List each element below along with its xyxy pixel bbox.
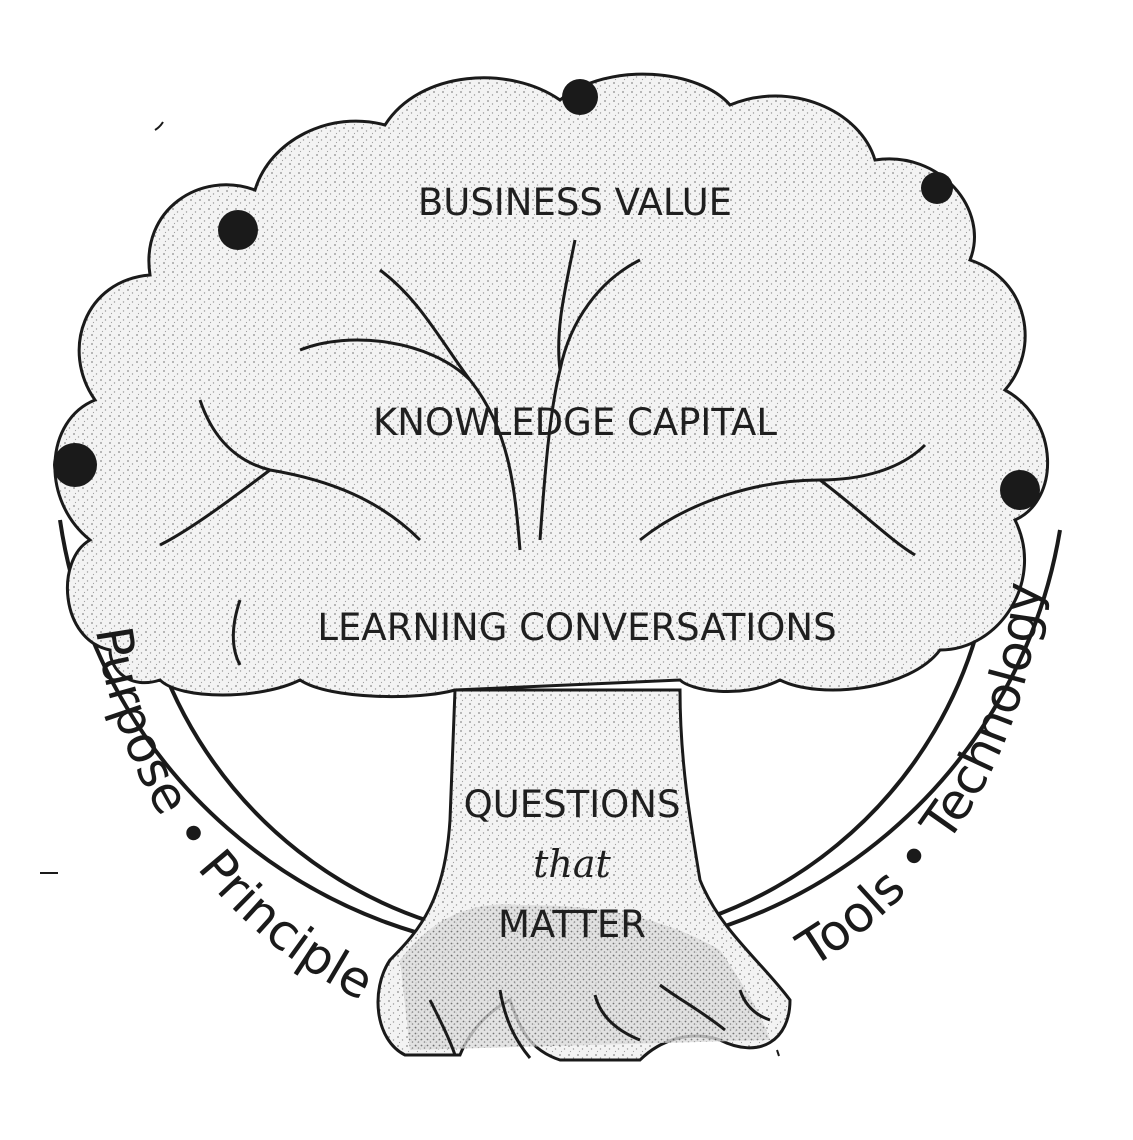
tree-roots [428,983,771,1059]
stray-marks [40,121,780,1057]
label-matter: MATTER [498,903,646,946]
tree-trunk [376,688,792,1062]
fruit-left [53,443,97,487]
label-that: that [533,842,611,886]
tree-canopy [53,72,1049,699]
fruit-left-upper [218,210,258,250]
label-questions: QUESTIONS [464,783,681,826]
label-knowledge-capital: KNOWLEDGE CAPITAL [373,401,777,444]
tree-branches [159,239,927,666]
tree-fruits [53,79,1040,510]
label-learning-conversations: LEARNING CONVERSATIONS [317,606,836,649]
fruit-top [562,79,598,115]
fruit-right [1000,470,1040,510]
fruit-top-right [921,172,953,204]
label-business-value: BUSINESS VALUE [418,181,732,224]
